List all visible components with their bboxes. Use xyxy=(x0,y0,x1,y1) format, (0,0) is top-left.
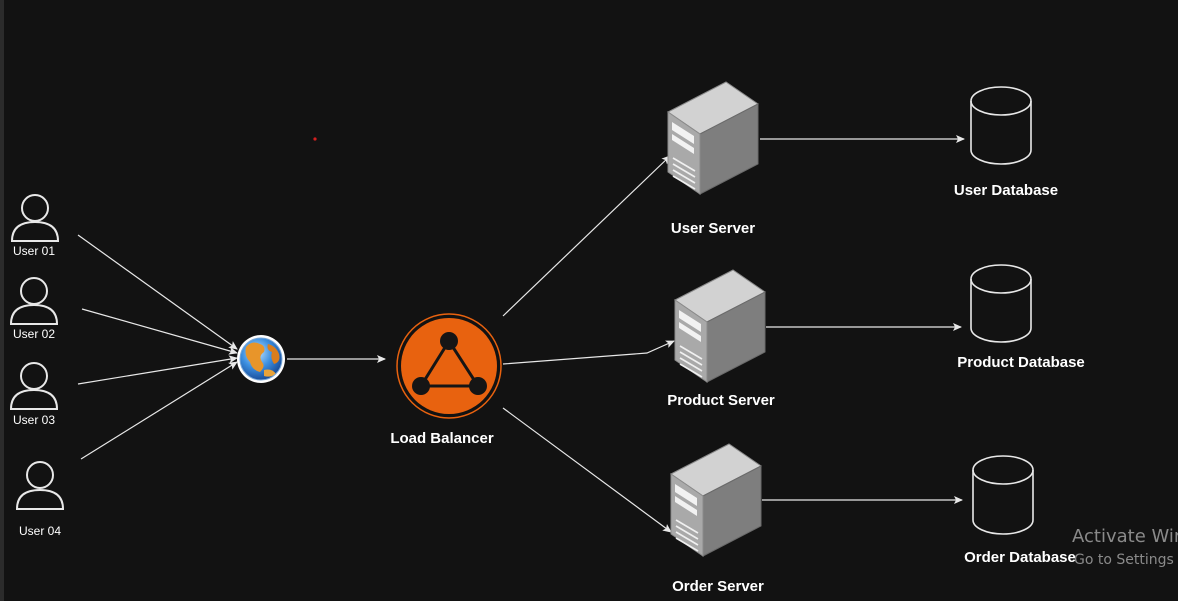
server-bay xyxy=(675,496,697,516)
edge-loadbalancer-productserver xyxy=(502,340,675,365)
server-vent xyxy=(675,519,699,534)
canvas-left-edge xyxy=(0,0,4,601)
edge-loadbalancer-userserver xyxy=(502,155,671,317)
server-vent xyxy=(672,163,696,178)
database-label: Order Database xyxy=(964,549,1076,566)
user-label: User 04 xyxy=(18,524,62,538)
edge-user04-internet xyxy=(80,361,238,460)
database-label: Product Database xyxy=(957,354,1085,371)
server-vent xyxy=(672,157,696,172)
load-balancer-icon[interactable] xyxy=(396,313,502,419)
server-vent xyxy=(679,357,703,372)
server-label: Product Server xyxy=(667,392,775,409)
server-vent xyxy=(675,525,699,540)
server-bay xyxy=(679,322,701,342)
database-icon[interactable] xyxy=(970,264,1032,343)
server-bay xyxy=(679,310,701,332)
load-balancer-label: Load Balancer xyxy=(390,430,494,447)
server-vent xyxy=(675,531,699,546)
user-label: User 03 xyxy=(12,413,56,427)
database-icon[interactable] xyxy=(972,455,1034,535)
server-icon[interactable] xyxy=(674,269,766,383)
server-vent xyxy=(672,175,696,190)
edge-user01-internet xyxy=(77,234,238,350)
server-vent xyxy=(679,351,703,366)
edge-user03-internet xyxy=(77,355,238,385)
server-label: User Server xyxy=(670,220,756,237)
server-vent xyxy=(672,169,696,184)
user-icon[interactable] xyxy=(9,362,59,410)
server-vent xyxy=(679,345,703,360)
server-label: Order Server xyxy=(672,578,764,595)
activation-watermark-title: Activate Wir xyxy=(1072,526,1178,547)
database-label: User Database xyxy=(953,182,1059,199)
server-vent xyxy=(679,363,703,378)
server-bay xyxy=(675,484,697,506)
database-icon[interactable] xyxy=(970,86,1032,165)
user-icon[interactable] xyxy=(15,461,65,510)
user-icon[interactable] xyxy=(9,277,59,325)
server-bay xyxy=(672,134,694,154)
edge-user02-internet xyxy=(81,308,238,355)
server-bay xyxy=(672,122,694,144)
server-vent xyxy=(675,537,699,552)
user-label: User 01 xyxy=(12,244,56,258)
activation-watermark-subtitle: Go to Settings to xyxy=(1074,552,1178,568)
stray-dot xyxy=(313,137,317,141)
edge-loadbalancer-orderserver xyxy=(502,407,672,533)
internet-globe-icon[interactable] xyxy=(237,335,285,383)
user-icon[interactable] xyxy=(10,194,60,242)
user-label: User 02 xyxy=(12,327,56,341)
server-icon[interactable] xyxy=(667,81,759,195)
server-icon[interactable] xyxy=(670,443,762,557)
